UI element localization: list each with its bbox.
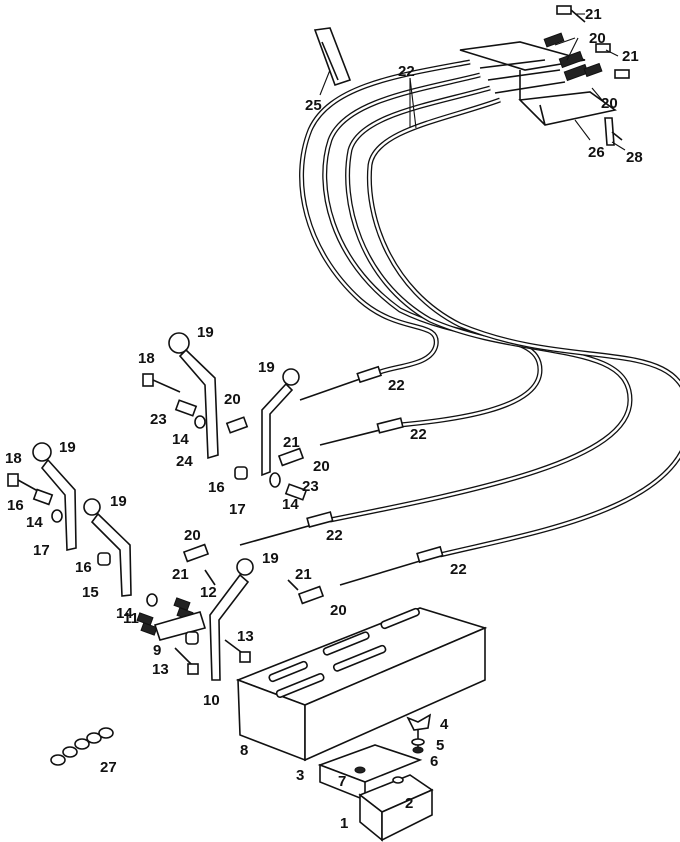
part-28-clip — [604, 117, 623, 146]
base-brackets — [317, 713, 434, 842]
lever-left — [32, 442, 132, 597]
callout-14-d: 14 — [116, 605, 133, 622]
callout-20-c: 20 — [184, 527, 201, 544]
callout-20-d: 20 — [330, 602, 347, 619]
callout-22-d: 22 — [450, 561, 467, 578]
callout-14-a: 14 — [172, 431, 189, 448]
callout-7: 7 — [338, 773, 346, 790]
callout-22-top: 22 — [398, 63, 415, 80]
spring-group — [136, 597, 194, 636]
callout-16-b: 16 — [7, 497, 24, 514]
callout-3: 3 — [296, 767, 304, 784]
callout-21-c: 21 — [295, 566, 312, 583]
callout-13-b: 13 — [152, 661, 169, 678]
callout-16-c: 16 — [75, 559, 92, 576]
callout-25: 25 — [305, 97, 322, 114]
leader-lines — [319, 13, 626, 151]
callout-19-a: 19 — [197, 324, 214, 341]
callout-21-b: 21 — [172, 566, 189, 583]
callout-17-b: 17 — [33, 542, 50, 559]
callout-22-c: 22 — [326, 527, 343, 544]
callout-19-d: 19 — [110, 493, 127, 510]
callout-20-b: 20 — [313, 458, 330, 475]
callout-21-right: 21 — [622, 48, 639, 65]
callout-19-c: 19 — [59, 439, 76, 456]
control-cables — [299, 59, 680, 558]
callout-23-a: 23 — [150, 411, 167, 428]
callout-13-a: 13 — [237, 628, 254, 645]
callout-19-e: 19 — [262, 550, 279, 567]
callout-labels: 21 20 21 22 20 25 26 28 19 18 19 22 20 2… — [5, 6, 643, 832]
callout-9: 9 — [153, 642, 161, 659]
part-25-bracket — [313, 27, 352, 87]
lever-lower — [209, 558, 254, 681]
upper-mounting-bracket — [459, 5, 630, 126]
callout-20-a: 20 — [224, 391, 241, 408]
callout-18-a: 18 — [138, 350, 155, 367]
callout-5: 5 — [436, 737, 444, 754]
chain-27 — [50, 727, 114, 766]
callout-24: 24 — [176, 453, 193, 470]
callout-22-b: 22 — [410, 426, 427, 443]
callout-21-top: 21 — [585, 6, 602, 23]
callout-26: 26 — [588, 144, 605, 161]
callout-28: 28 — [626, 149, 643, 166]
lever-upper — [168, 332, 300, 477]
callout-17-a: 17 — [229, 501, 246, 518]
console-housing — [235, 607, 488, 762]
thumb-screw-4 — [406, 713, 432, 754]
callout-20-top: 20 — [589, 30, 606, 47]
callout-16-a: 16 — [208, 479, 225, 496]
callout-1: 1 — [340, 815, 348, 832]
callout-14-b: 14 — [282, 496, 299, 513]
callout-19-b: 19 — [258, 359, 275, 376]
callout-18-b: 18 — [5, 450, 22, 467]
callout-22-a: 22 — [388, 377, 405, 394]
callout-6: 6 — [430, 753, 438, 770]
callout-23-b: 23 — [302, 478, 319, 495]
callout-15: 15 — [82, 584, 99, 601]
callout-14-c: 14 — [26, 514, 43, 531]
cable-end-fittings — [239, 365, 444, 586]
callout-27: 27 — [100, 759, 117, 776]
callout-20-right: 20 — [601, 95, 618, 112]
callout-21-a: 21 — [283, 434, 300, 451]
callout-12: 12 — [200, 584, 217, 601]
callout-8: 8 — [240, 742, 248, 759]
callout-4: 4 — [440, 716, 449, 733]
callout-11: 11 — [123, 610, 139, 627]
small-hardware — [7, 373, 325, 675]
callout-2: 2 — [405, 795, 413, 812]
callout-10: 10 — [203, 692, 220, 709]
